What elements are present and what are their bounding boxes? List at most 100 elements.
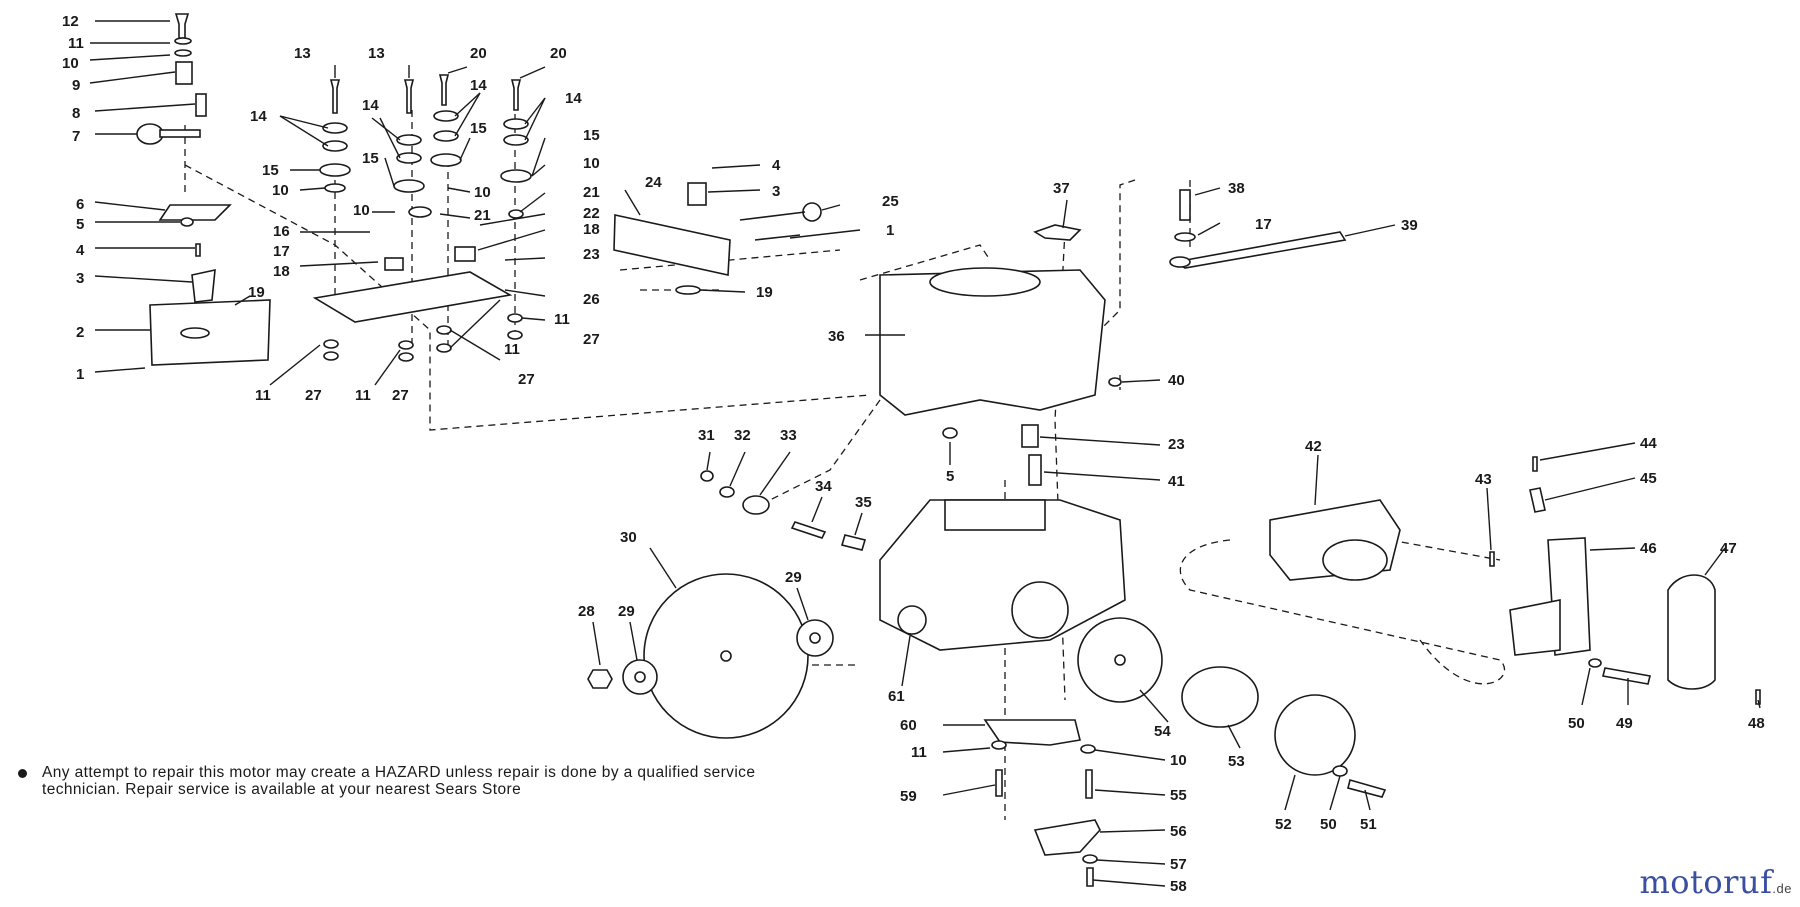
part-shapes: [136, 13, 1761, 887]
callout-label: 48: [1748, 715, 1765, 732]
part-switch-17: [454, 246, 476, 262]
part-handle-47: [1667, 574, 1716, 690]
callout-label: 1: [886, 222, 894, 239]
callout-label: 19: [248, 284, 265, 301]
callout-label: 11: [68, 35, 84, 52]
callout-label: 14: [362, 97, 379, 114]
part-nut-61: [897, 605, 927, 635]
callout-label: 60: [900, 717, 917, 734]
part-bracket-24: [613, 214, 731, 276]
callout-label: 31: [698, 427, 715, 444]
callout-label: 54: [1154, 723, 1171, 740]
part-screw-34: [790, 521, 827, 539]
callout-label: 6: [76, 196, 84, 213]
callout-label: 15: [362, 150, 379, 167]
part-spring-23b: [1021, 424, 1039, 448]
callout-label: 19: [756, 284, 773, 301]
part-clip-3b: [687, 182, 707, 206]
callout-label: 27: [583, 331, 600, 348]
callout-label: 29: [618, 603, 635, 620]
callout-label: 8: [72, 105, 80, 122]
callout-label: 27: [305, 387, 322, 404]
callout-label: 21: [474, 207, 491, 224]
callout-label: 14: [250, 108, 267, 125]
callout-label: 38: [1228, 180, 1245, 197]
callout-label: 23: [1168, 436, 1185, 453]
part-bushing-35: [840, 534, 867, 551]
part-screw-51: [1347, 779, 1387, 798]
callout-label: 49: [1616, 715, 1633, 732]
callout-label: 53: [1228, 753, 1245, 770]
callout-label: 39: [1401, 217, 1418, 234]
callout-label: 51: [1360, 816, 1377, 833]
part-plate-52: [1274, 694, 1356, 776]
part-washer-10a: [174, 49, 192, 57]
callout-label: 10: [62, 55, 79, 72]
callout-label: 20: [550, 45, 567, 62]
part-nut-40: [1108, 377, 1122, 387]
callout-label: 56: [1170, 823, 1187, 840]
callout-label: 3: [772, 183, 780, 200]
callout-label: 15: [470, 120, 487, 137]
leader-lines: [89, 20, 1761, 887]
part-housing-opening: [929, 267, 1041, 297]
part-switch-18: [384, 257, 404, 271]
callout-label: 16: [273, 223, 290, 240]
callout-label: 18: [273, 263, 290, 280]
callout-label: 26: [583, 291, 600, 308]
callout-label: 27: [518, 371, 535, 388]
callout-label: 17: [1255, 216, 1272, 233]
callout-label: 5: [76, 216, 84, 233]
part-fan-53: [1181, 666, 1259, 728]
callout-label: 11: [504, 341, 520, 358]
part-knob-25: [802, 202, 822, 222]
callout-label: 50: [1320, 816, 1337, 833]
callout-label: 14: [470, 77, 487, 94]
callout-label: 29: [785, 569, 802, 586]
part-body-46: [1509, 599, 1561, 656]
callout-label: 17: [273, 243, 290, 260]
callout-label: 34: [815, 478, 832, 495]
callout-label: 61: [888, 688, 905, 705]
part-motor-end: [1011, 581, 1069, 639]
callout-label: 12: [62, 13, 79, 30]
callout-label: 43: [1475, 471, 1492, 488]
callout-label: 27: [392, 387, 409, 404]
callout-label: 55: [1170, 787, 1187, 804]
callout-label: 57: [1170, 856, 1187, 873]
part-housing-36: [879, 269, 1106, 416]
callout-label: 10: [272, 182, 289, 199]
callout-label: 46: [1640, 540, 1657, 557]
part-nut-5a: [180, 217, 194, 227]
callout-label: 11: [255, 387, 271, 404]
callout-label: 21: [583, 184, 600, 201]
part-washer-11a: [174, 37, 192, 45]
callout-label: 4: [76, 242, 85, 259]
callout-label: 45: [1640, 470, 1657, 487]
part-pin-44: [1532, 456, 1538, 472]
part-screw-43: [1489, 551, 1495, 567]
callout-label: 25: [882, 193, 899, 210]
part-screw-49: [1602, 667, 1651, 685]
callout-label: 14: [565, 90, 582, 107]
callout-label: 58: [1170, 878, 1187, 895]
callout-label: 13: [294, 45, 311, 62]
callout-label: 42: [1305, 438, 1322, 455]
callout-label: 11: [554, 311, 570, 328]
part-clip-45: [1529, 487, 1546, 513]
part-knob-7: [136, 123, 164, 145]
callout-label: 15: [583, 127, 600, 144]
callout-label: 40: [1168, 372, 1185, 389]
part-bracket-60: [983, 719, 1081, 746]
callout-label: 11: [911, 744, 927, 761]
part-clip-56: [1033, 819, 1101, 856]
callout-label: 50: [1568, 715, 1585, 732]
watermark-logo: motoruf.de: [1639, 863, 1792, 901]
callout-label: 5: [946, 468, 954, 485]
callout-label: 20: [470, 45, 487, 62]
watermark-brand: motoruf: [1639, 863, 1773, 901]
bullet-icon: [18, 769, 27, 778]
part-block-2: [149, 299, 271, 366]
callout-label: 37: [1053, 180, 1070, 197]
